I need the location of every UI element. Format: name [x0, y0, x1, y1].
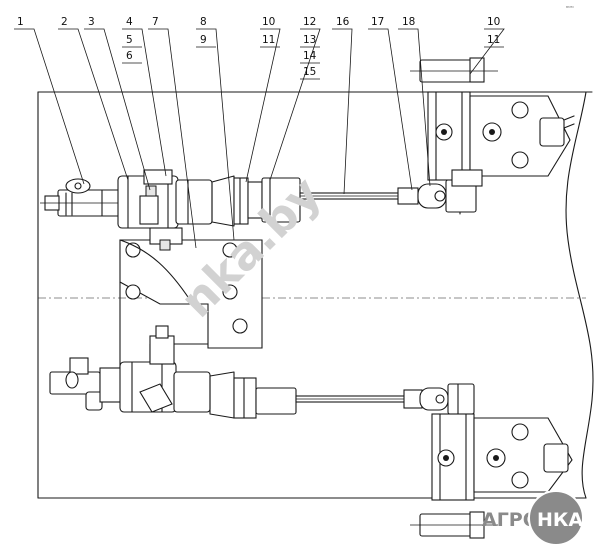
part-number-17: 17 [371, 16, 384, 28]
part-number-11-right: 11 [487, 34, 500, 46]
part-number-2: 2 [61, 16, 68, 28]
part-number-18: 18 [402, 16, 415, 28]
upper-clamp-assembly [410, 57, 575, 187]
part-number-labels: 1 2 3 4 5 6 7 8 9 10 11 12 13 14 15 16 1… [17, 16, 500, 78]
part-number-16: 16 [336, 16, 350, 28]
part-number-12: 12 [303, 16, 316, 28]
lower-valve-assembly [49, 325, 475, 419]
brand-logo: АГРО НКА [482, 490, 584, 546]
part-number-7: 7 [152, 16, 159, 28]
part-number-15: 15 [303, 66, 316, 78]
part-number-5: 5 [126, 34, 133, 46]
part-number-3: 3 [88, 16, 95, 28]
part-number-1: 1 [17, 16, 24, 28]
lower-clamp-assembly [410, 413, 573, 539]
part-number-10: 10 [262, 16, 275, 28]
corner-mark: ᴮᴹᴹ [566, 6, 574, 12]
part-number-11: 11 [262, 34, 275, 46]
mounting-bracket [119, 227, 263, 377]
part-number-13: 13 [303, 34, 316, 46]
part-number-4: 4 [126, 16, 133, 28]
leader-lines [14, 28, 505, 249]
part-number-10-right: 10 [487, 16, 500, 28]
part-number-6: 6 [126, 50, 133, 62]
part-number-14: 14 [303, 50, 317, 62]
logo-left-text: АГРО [482, 509, 539, 531]
part-number-8: 8 [200, 16, 207, 28]
upper-valve-assembly [40, 169, 477, 229]
part-number-9: 9 [200, 34, 207, 46]
logo-right-text: НКА [537, 509, 583, 531]
